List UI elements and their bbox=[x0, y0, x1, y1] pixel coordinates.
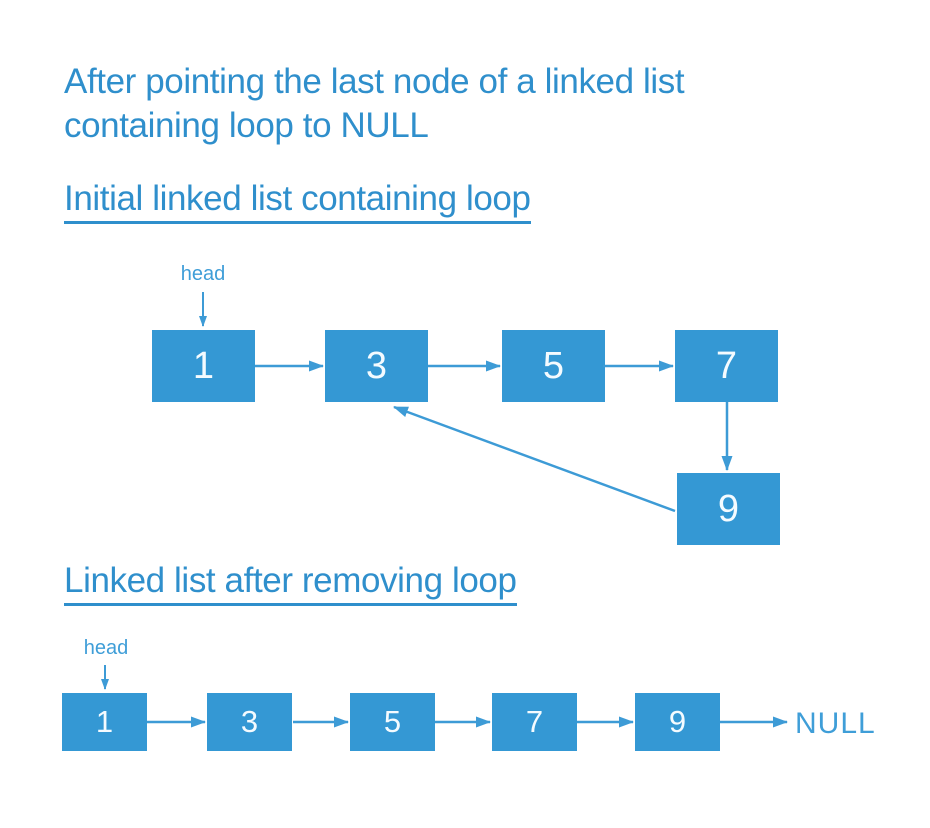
section-heading-after-removal: Linked list after removing loop bbox=[64, 560, 517, 606]
node-5-after: 5 bbox=[350, 693, 435, 751]
node-1-after: 1 bbox=[62, 693, 147, 751]
node-9-after: 9 bbox=[635, 693, 720, 751]
node-3-initial: 3 bbox=[325, 330, 428, 402]
node-3-after: 3 bbox=[207, 693, 292, 751]
head-pointer-label-initial: head bbox=[180, 263, 226, 285]
node-7-initial: 7 bbox=[675, 330, 778, 402]
head-pointer-label-after: head bbox=[83, 637, 129, 659]
node-7-after: 7 bbox=[492, 693, 577, 751]
null-terminator-label: NULL bbox=[795, 707, 876, 740]
node-5-initial: 5 bbox=[502, 330, 605, 402]
loop-arrow-node9-to-node3 bbox=[393, 405, 676, 513]
section-heading-initial-list: Initial linked list containing loop bbox=[64, 178, 531, 224]
node-9-initial: 9 bbox=[677, 473, 780, 545]
page-title-line2: containing loop to NULL bbox=[64, 106, 429, 145]
page-title: After pointing the last node of a linked… bbox=[64, 60, 685, 148]
node-1-initial: 1 bbox=[152, 330, 255, 402]
page-title-line1: After pointing the last node of a linked… bbox=[64, 62, 685, 101]
